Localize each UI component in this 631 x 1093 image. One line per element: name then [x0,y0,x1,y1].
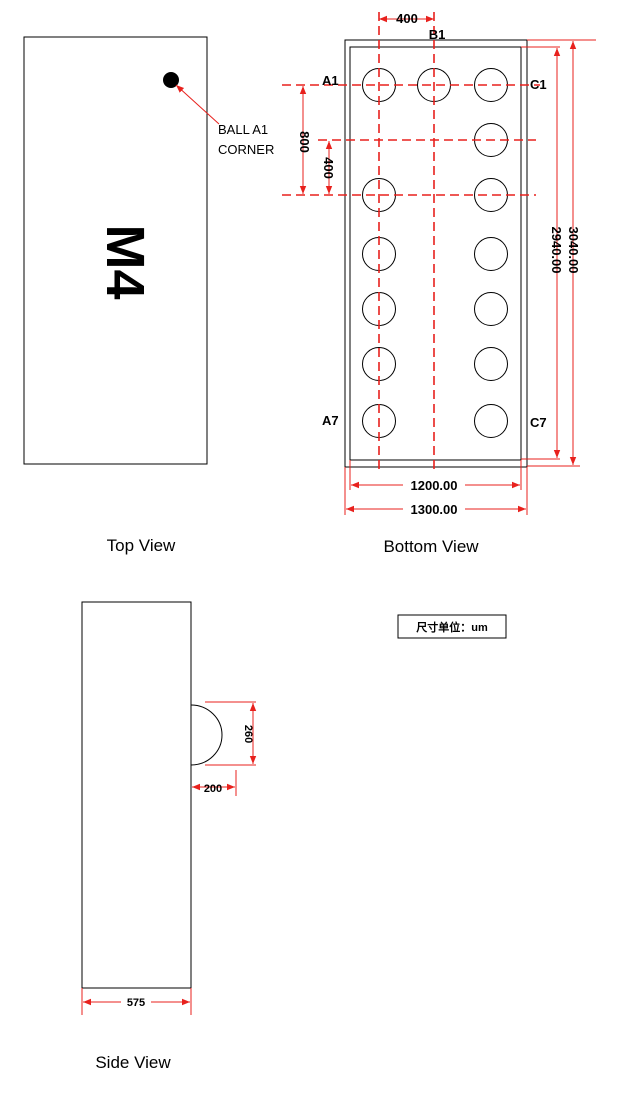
ball-a1-marker-dot [163,72,179,88]
top-view-caption: Top View [107,536,176,555]
dim-pitch-horizontal-value: 400 [396,11,418,26]
side-view-body [81,601,192,989]
dim-ball-width-value: 200 [204,783,222,795]
dim-pitch-vertical-value: 400 [321,157,336,179]
side-view-caption: Side View [95,1053,171,1072]
label-b1: B1 [429,27,446,42]
label-c7: C7 [530,415,547,430]
ball-a1-label-line1: BALL A1 [218,122,268,137]
ball-a1-label-line2: CORNER [218,142,274,157]
label-a1: A1 [322,73,339,88]
ball-c6 [474,347,508,381]
dim-ball-height-value: 260 [242,725,254,743]
dim-outer-width-value: 1300.00 [411,502,458,517]
label-a7: A7 [322,413,339,428]
dim-body-width-value: 575 [127,997,145,1009]
label-c1: C1 [530,77,547,92]
dim-inner-height-value: 2940.00 [549,227,564,274]
top-view: BALL A1 CORNER M4 Top View [23,36,274,555]
bottom-view: 400 800 400 3040.00 2940.00 1200.00 1300… [282,11,596,556]
dim-pitch-vertical-2row-value: 800 [297,131,312,153]
ball-c7 [474,404,508,438]
dim-outer-height-value: 3040.00 [566,227,581,274]
bottom-view-caption: Bottom View [383,537,479,556]
side-view: 260 200 575 Side View [81,601,257,1072]
bottom-view-inner-outline [349,46,522,461]
dim-body-width-label-bg [121,994,151,1009]
ball-c4 [474,237,508,271]
unit-note-box [397,614,507,639]
unit-note-text: 尺寸单位：um [416,620,488,634]
part-marking: M4 [95,224,155,299]
ball-a1-pointer-arrow [175,84,220,125]
top-view-outline [23,36,208,465]
ball-grid [362,68,508,438]
unit-note: 尺寸单位：um [397,614,507,639]
dim-outer-width-label-bg [403,500,465,517]
dim-inner-width-label-bg [403,476,465,493]
bottom-view-outer-outline [344,39,528,468]
side-view-ball [190,704,223,766]
dim-inner-width-value: 1200.00 [411,478,458,493]
ball-c5 [474,292,508,326]
